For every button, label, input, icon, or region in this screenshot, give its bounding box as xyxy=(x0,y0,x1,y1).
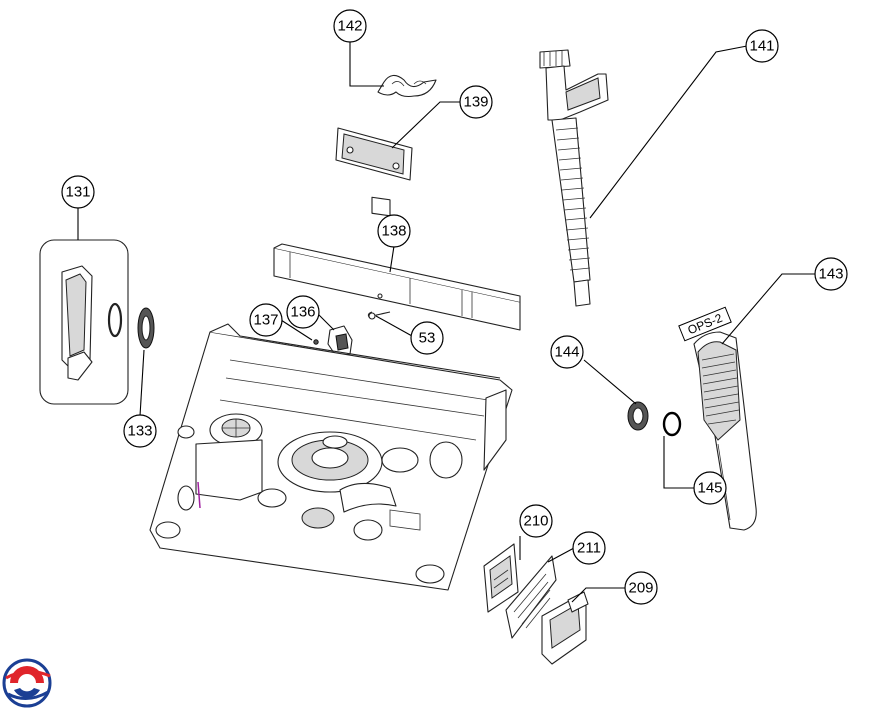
callout-210-label: 210 xyxy=(523,513,548,530)
part-main-base xyxy=(149,323,513,591)
callout-53-label: 53 xyxy=(419,330,436,347)
callout-141-label: 141 xyxy=(749,38,774,55)
part-143-label-box: OPS-2 xyxy=(678,306,732,342)
callout-136: 136 xyxy=(286,295,320,329)
part-136-latch xyxy=(327,325,353,357)
brand-logo xyxy=(2,658,52,708)
callout-210: 210 xyxy=(519,504,553,538)
callout-209-label: 209 xyxy=(628,580,653,597)
leader-lines xyxy=(77,40,816,603)
callout-133-label: 133 xyxy=(127,423,152,440)
callout-211: 211 xyxy=(572,531,606,565)
part-137-pin xyxy=(313,339,319,345)
callout-131: 131 xyxy=(61,175,95,209)
part-138-bar xyxy=(273,243,521,331)
callout-137-label: 137 xyxy=(253,312,278,329)
part-144-gear xyxy=(627,401,649,431)
callout-144-label: 144 xyxy=(554,344,579,361)
part-145-ring xyxy=(662,411,682,437)
callout-145-label: 145 xyxy=(697,480,722,497)
callout-138: 138 xyxy=(377,214,411,248)
part-209-connector xyxy=(541,591,589,665)
callout-144: 144 xyxy=(550,335,584,369)
callout-53: 53 xyxy=(410,321,444,355)
part-133-disc xyxy=(137,307,155,349)
callout-142-label: 142 xyxy=(337,18,362,35)
part-142-clip xyxy=(377,74,437,98)
callout-211-label: 211 xyxy=(577,540,601,557)
callout-136-label: 136 xyxy=(290,304,315,321)
callout-131-label: 131 xyxy=(65,184,90,201)
part-139-bracket xyxy=(335,127,413,217)
part-53-screw xyxy=(367,311,391,320)
part-210-module xyxy=(483,543,519,613)
callout-139-label: 139 xyxy=(463,94,488,111)
callout-143: 143 xyxy=(814,257,848,291)
callout-133: 133 xyxy=(123,414,157,448)
callout-209: 209 xyxy=(624,571,658,605)
callout-139: 139 xyxy=(459,85,493,119)
callout-141: 141 xyxy=(745,29,779,63)
part-143-side-panel xyxy=(693,331,757,531)
part-141-fill-tube xyxy=(539,49,609,307)
callout-138-label: 138 xyxy=(381,223,406,240)
callout-143-label: 143 xyxy=(818,266,843,283)
callout-137: 137 xyxy=(249,303,283,337)
part-211-board xyxy=(505,555,557,639)
callout-145: 145 xyxy=(693,471,727,505)
callout-142: 142 xyxy=(333,9,367,43)
part-131-group xyxy=(39,239,129,405)
